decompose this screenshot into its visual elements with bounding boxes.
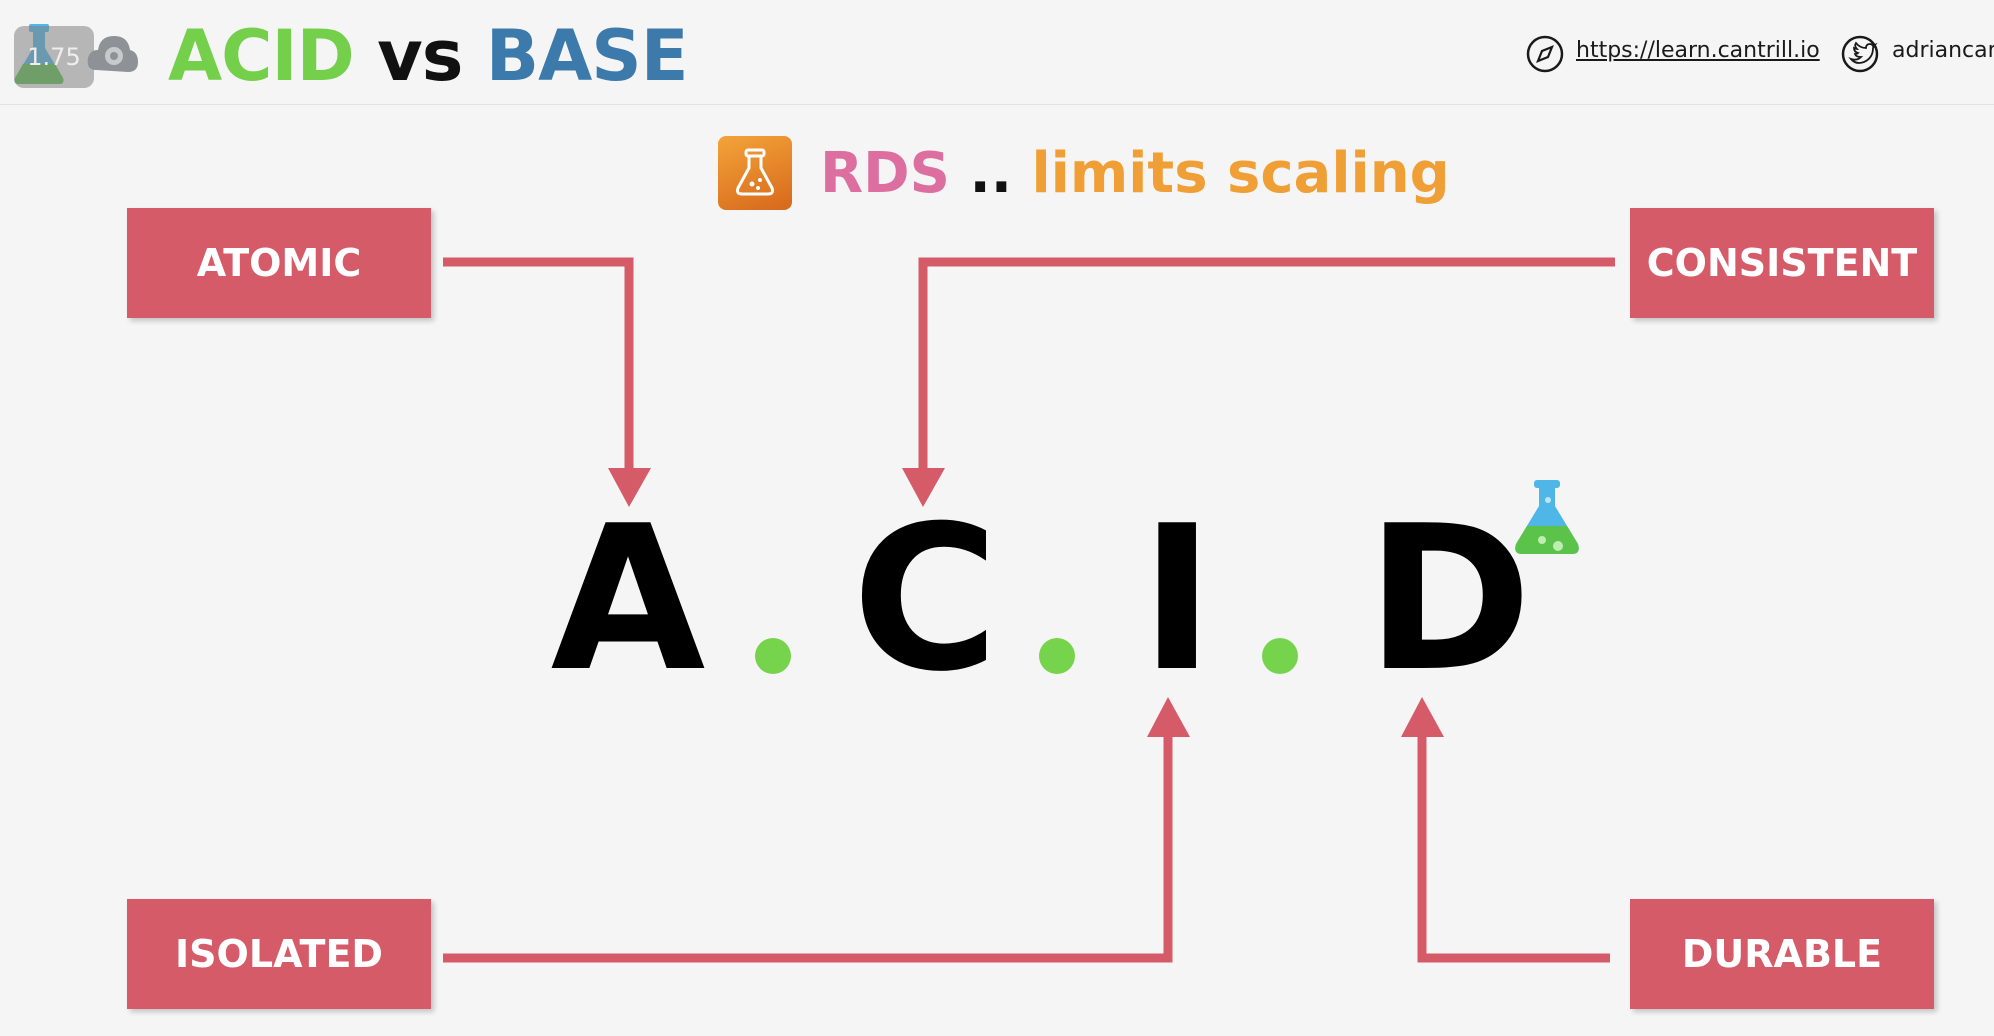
title-vs: vs (377, 15, 463, 97)
header-bar: 1.75 ACID vs BASE https://learn.cantrill… (0, 0, 1994, 105)
course-link[interactable]: https://learn.cantrill.io (1576, 38, 1820, 63)
rds-flask-glyph (736, 148, 774, 196)
isolated-arrowhead (1147, 697, 1190, 737)
acid-letter-a: A (550, 483, 706, 716)
separator-dot (755, 638, 791, 674)
compass-icon (1526, 35, 1564, 73)
rds-subtitle: RDS .. limits scaling (820, 136, 1450, 212)
flask-icon (1515, 480, 1579, 554)
playback-speed-badge[interactable]: 1.75 (14, 26, 94, 88)
rds-flask-icon (718, 136, 792, 210)
consistent-arrowhead (902, 468, 945, 507)
twitter-icon (1841, 35, 1879, 73)
cloud-gear-icon (87, 36, 138, 72)
durable-connector (1417, 735, 1610, 963)
atomic-box: ATOMIC (127, 208, 431, 318)
isolated-box: ISOLATED (127, 899, 431, 1009)
page-title: ACID vs BASE (168, 8, 689, 104)
consistent-box: CONSISTENT (1630, 208, 1934, 318)
subtitle-separator: .. (969, 141, 1012, 206)
acid-letter-i: I (1140, 483, 1215, 716)
subtitle-rds: RDS (820, 141, 950, 206)
title-acid: ACID (168, 15, 355, 97)
title-base: BASE (485, 15, 689, 97)
separator-dot (1039, 638, 1075, 674)
atomic-arrowhead (608, 468, 651, 507)
isolated-connector (443, 735, 1173, 963)
atomic-connector (443, 257, 634, 470)
consistent-connector (918, 257, 1615, 470)
twitter-handle[interactable]: adriancant (1892, 38, 1994, 63)
durable-box: DURABLE (1630, 899, 1934, 1009)
durable-arrowhead (1401, 697, 1444, 737)
acid-letter-c: C (852, 483, 999, 716)
separator-dot (1262, 638, 1298, 674)
acid-letter-d: D (1366, 483, 1533, 716)
subtitle-limits: limits scaling (1031, 141, 1450, 206)
